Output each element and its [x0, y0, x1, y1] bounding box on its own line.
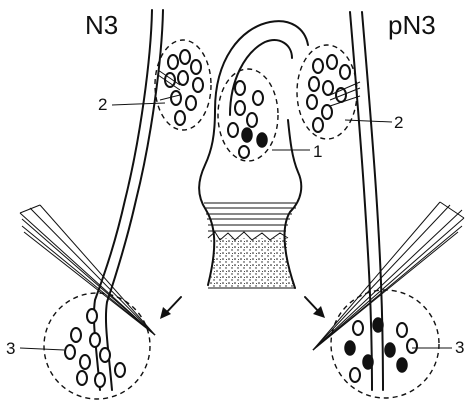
label-1: 1 [313, 142, 322, 161]
ganglion-lower-left [44, 293, 150, 399]
leader-2-right [345, 120, 392, 122]
label-2-left: 2 [98, 95, 107, 114]
label-n3: N3 [85, 10, 118, 40]
central-structure [199, 21, 308, 288]
ganglion-upper-right [297, 45, 360, 139]
arrow-left [160, 297, 181, 319]
leader-2-left [112, 103, 165, 105]
ganglion-upper-left [155, 40, 211, 130]
ganglion-lower-right [331, 290, 439, 398]
label-pn3: pN3 [388, 10, 436, 40]
label-2-right: 2 [394, 113, 403, 132]
leader-3-left [20, 348, 64, 350]
fiber-bundle-right [313, 202, 464, 350]
arrow-right [305, 297, 325, 318]
ganglion-central [218, 69, 278, 161]
label-3-left: 3 [6, 339, 15, 358]
label-3-right: 3 [455, 338, 464, 357]
